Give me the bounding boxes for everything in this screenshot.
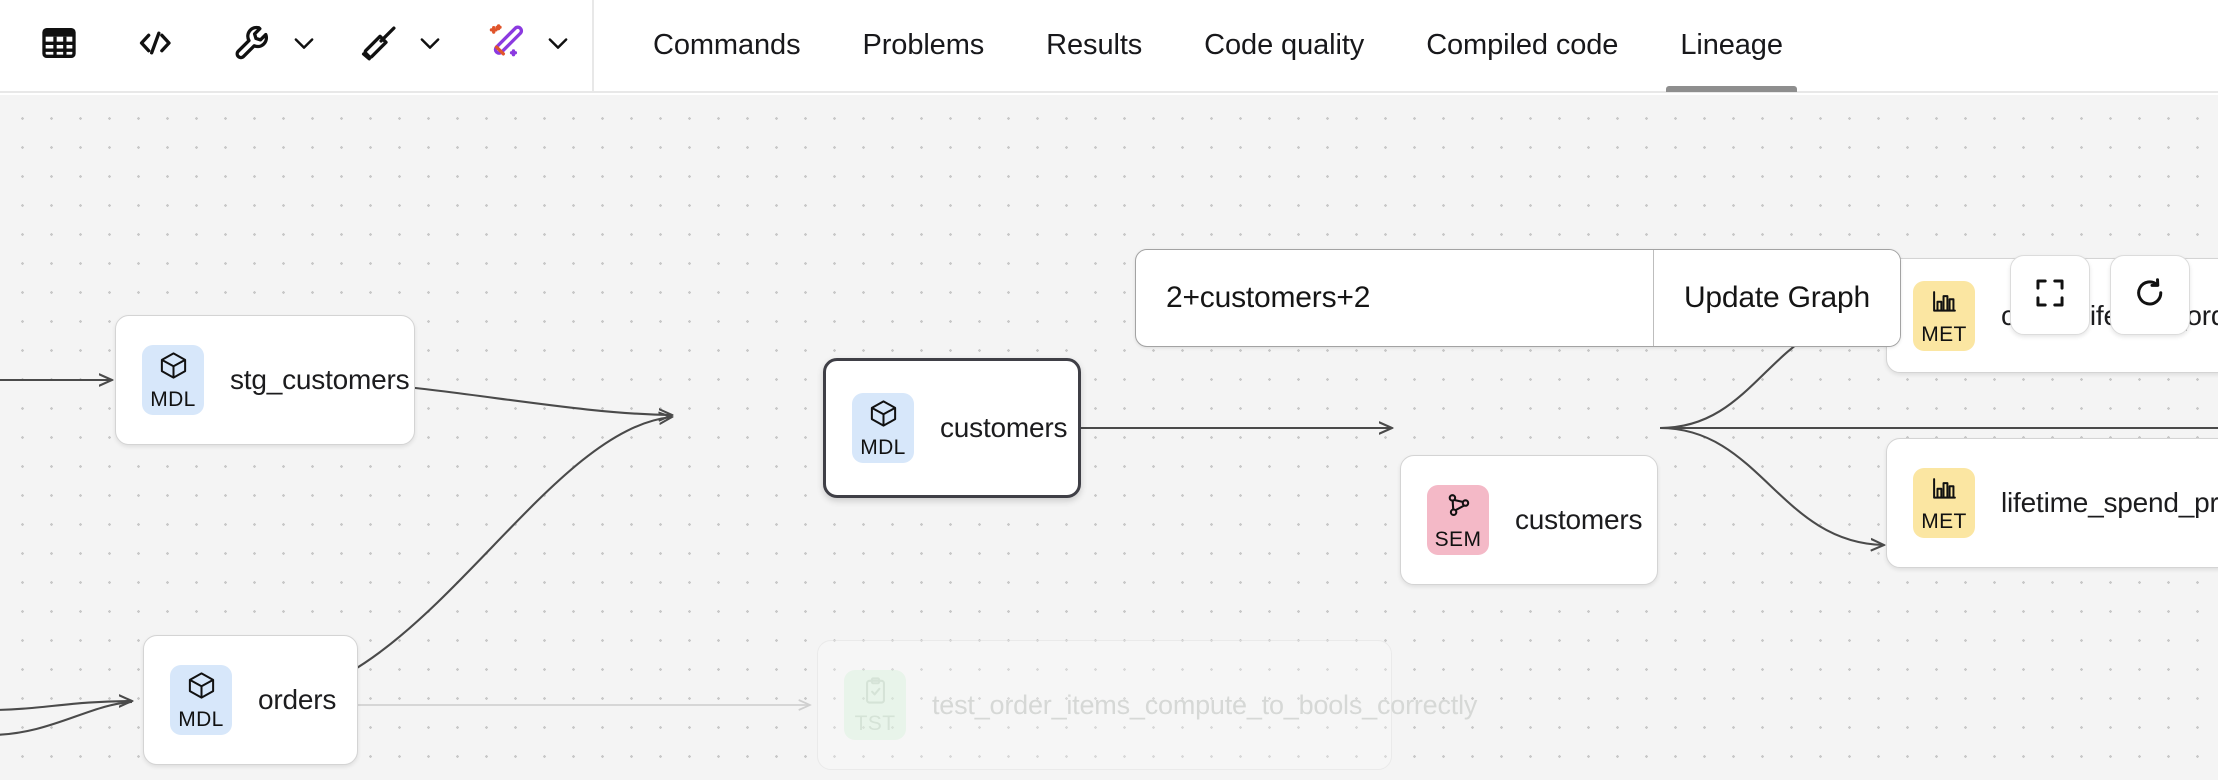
tab-commands[interactable]: Commands xyxy=(622,0,831,92)
table-view-button[interactable] xyxy=(22,13,96,79)
tab-label: Commands xyxy=(653,29,801,61)
chevron-down-icon xyxy=(290,29,318,62)
tab-label: Problems xyxy=(862,29,985,61)
tab-bar: Commands Problems Results Code quality C… xyxy=(594,0,2218,92)
node-test-order-items[interactable]: TST test_order_items_compute_to_bools_co… xyxy=(817,640,1478,770)
format-button[interactable] xyxy=(342,13,416,79)
node-type-badge-met: MET xyxy=(1913,468,1975,538)
tool-button-group xyxy=(0,0,592,92)
badge-label: MET xyxy=(1921,510,1967,533)
node-title: customers xyxy=(940,412,1068,443)
tab-problems[interactable]: Problems xyxy=(831,0,1015,92)
clipboard-check-icon xyxy=(861,676,890,710)
update-graph-label: Update Graph xyxy=(1683,281,1870,314)
lineage-canvas[interactable]: MDL stg_customers MDL orders xyxy=(0,95,2218,780)
cube-icon xyxy=(186,670,217,706)
code-view-button[interactable] xyxy=(118,13,192,79)
badge-label: MET xyxy=(1921,322,1967,346)
badge-label: TST xyxy=(854,712,896,735)
wrench-icon xyxy=(232,22,274,69)
node-title: orders xyxy=(258,684,337,715)
badge-label: MDL xyxy=(178,708,224,731)
fit-view-button[interactable] xyxy=(2010,255,2090,335)
tab-compiled-code[interactable]: Compiled code xyxy=(1395,0,1649,92)
canvas-controls xyxy=(2010,255,2190,335)
magic-wand-icon xyxy=(486,22,528,69)
node-title: stg_customers xyxy=(230,364,410,395)
refresh-button[interactable] xyxy=(2110,255,2190,335)
tab-results[interactable]: Results xyxy=(1015,0,1173,92)
cube-icon xyxy=(158,350,189,386)
update-graph-button[interactable]: Update Graph xyxy=(1652,250,1900,346)
refresh-icon xyxy=(2133,276,2167,315)
node-type-badge-sem: SEM xyxy=(1427,485,1489,555)
node-customers-mdl[interactable]: MDL customers xyxy=(823,358,1081,498)
chevron-down-icon xyxy=(544,29,572,62)
table-view-icon xyxy=(39,23,79,68)
tab-label: Code quality xyxy=(1204,29,1365,61)
badge-label: MDL xyxy=(860,436,906,459)
node-type-badge-met: MET xyxy=(1913,280,1975,351)
graph-query-bar: Update Graph xyxy=(1135,249,1901,347)
tab-lineage[interactable]: Lineage xyxy=(1649,0,1814,92)
badge-label: MDL xyxy=(150,388,196,411)
format-icon xyxy=(358,22,400,69)
tab-code-quality[interactable]: Code quality xyxy=(1173,0,1395,92)
graph-query-input[interactable] xyxy=(1136,250,1653,346)
node-type-badge-tst: TST xyxy=(844,670,906,740)
tab-label: Results xyxy=(1046,29,1143,61)
node-title: lifetime_spend_pretax xyxy=(2001,487,2218,518)
fit-view-icon xyxy=(2033,276,2067,315)
node-customers-sem[interactable]: SEM customers xyxy=(1400,455,1658,585)
top-toolbar: Commands Problems Results Code quality C… xyxy=(0,0,2218,93)
edge-external-orders-2 xyxy=(0,700,133,736)
toolbar-divider xyxy=(592,0,594,92)
node-type-badge-mdl: MDL xyxy=(142,345,204,415)
ai-assist-button[interactable] xyxy=(470,13,544,79)
node-title: test_order_items_compute_to_bools_correc… xyxy=(932,690,1478,720)
code-view-icon xyxy=(134,22,176,69)
node-type-badge-mdl: MDL xyxy=(170,665,232,735)
cube-icon xyxy=(868,398,899,434)
bar-chart-icon xyxy=(1930,474,1959,508)
format-dropdown-caret[interactable] xyxy=(410,13,450,79)
badge-label: SEM xyxy=(1434,528,1482,551)
tab-label: Compiled code xyxy=(1426,29,1619,61)
node-stg-customers[interactable]: MDL stg_customers xyxy=(115,315,415,445)
bar-chart-icon xyxy=(1930,287,1959,321)
edge-sem-lifetime-spend-pretax xyxy=(1659,426,1884,545)
node-type-badge-mdl: MDL xyxy=(852,393,914,463)
tab-label: Lineage xyxy=(1680,29,1783,61)
graph-network-icon xyxy=(1443,490,1474,526)
tools-button[interactable] xyxy=(216,13,290,79)
chevron-down-icon xyxy=(416,29,444,62)
node-lifetime-spend-pretax[interactable]: MET lifetime_spend_pretax xyxy=(1886,438,2218,568)
node-orders[interactable]: MDL orders xyxy=(143,635,358,765)
tools-dropdown-caret[interactable] xyxy=(284,13,324,79)
ai-assist-dropdown-caret[interactable] xyxy=(538,13,578,79)
node-title: customers xyxy=(1515,504,1643,535)
edge-external-orders xyxy=(0,701,132,711)
